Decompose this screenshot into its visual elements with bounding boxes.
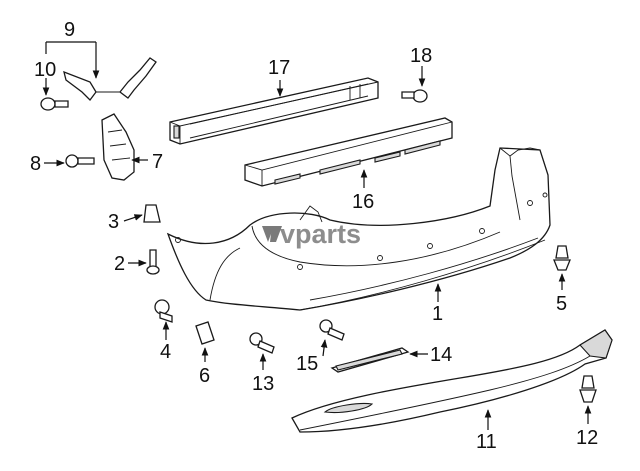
- callout-8: 8: [30, 153, 41, 175]
- callout-13: 13: [252, 373, 274, 395]
- pad-6[interactable]: [195, 321, 215, 345]
- grommet-4[interactable]: [154, 299, 173, 323]
- energy-absorber[interactable]: [244, 117, 453, 187]
- bolt-15[interactable]: [319, 319, 345, 341]
- callout-4: 4: [160, 341, 171, 363]
- watermark-text: vparts: [280, 219, 361, 249]
- callout-14: 14: [430, 344, 452, 366]
- callout-11: 11: [476, 431, 497, 453]
- callout-5: 5: [556, 293, 567, 315]
- callout-6: 6: [199, 365, 210, 387]
- clip-5[interactable]: [553, 245, 571, 271]
- side-bracket-7[interactable]: [101, 113, 135, 181]
- callout-12: 12: [576, 427, 598, 449]
- callout-17: 17: [268, 57, 290, 79]
- callout-9: 9: [64, 19, 75, 41]
- vparts-watermark: vparts: [262, 219, 361, 249]
- bumper-cover[interactable]: [166, 147, 551, 311]
- reinforcement-bar[interactable]: [169, 77, 379, 145]
- bolt-18[interactable]: [401, 89, 428, 103]
- lower-spoiler[interactable]: [291, 329, 613, 433]
- bolt-8[interactable]: [65, 154, 95, 168]
- bolt-13[interactable]: [249, 332, 275, 354]
- bolt-10[interactable]: [40, 97, 69, 111]
- screw-2[interactable]: [146, 249, 160, 275]
- side-brackets[interactable]: [63, 57, 157, 101]
- vparts-logo-icon: [262, 226, 274, 242]
- callout-2: 2: [114, 253, 125, 275]
- callout-3: 3: [108, 211, 119, 233]
- callout-10: 10: [34, 59, 56, 81]
- callout-labels: 9 10 8 7 3 2 4 6 13 15 14 17 16 18 1 5 1…: [30, 19, 598, 453]
- callout-15: 15: [296, 353, 318, 375]
- clip-12[interactable]: [579, 375, 597, 403]
- leader-lines: [42, 41, 592, 430]
- callout-1: 1: [432, 303, 443, 325]
- callout-16: 16: [352, 191, 374, 213]
- reflector[interactable]: [330, 347, 410, 373]
- callout-7: 7: [152, 151, 163, 173]
- callout-18: 18: [410, 45, 432, 67]
- clip-3[interactable]: [143, 204, 161, 223]
